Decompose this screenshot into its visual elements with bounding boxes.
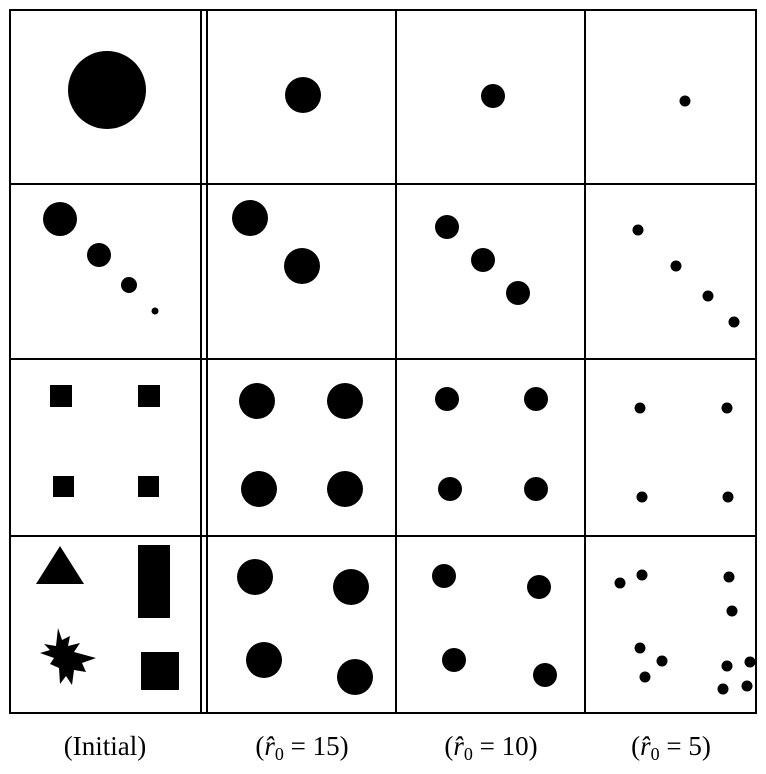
row3-r5-disk-2 [722, 403, 733, 414]
row3-r10-disk-2 [524, 387, 548, 411]
row2-initial-disk-2 [87, 243, 111, 267]
row4-r10-disk-3 [442, 648, 466, 672]
row2-r5-disk-2 [671, 261, 682, 272]
row3-r15-disk-1 [239, 383, 275, 419]
row2-r15-disk-1 [232, 200, 268, 236]
row4-r5-disk-11 [742, 681, 753, 692]
caption-r0-15: (r̂0 = 15) [207, 726, 397, 774]
row4-initial-triangle [36, 546, 84, 584]
row1-r5-disk [680, 96, 691, 107]
row2-r10-disk-1 [435, 215, 459, 239]
row2-initial-disk-3 [121, 277, 137, 293]
row3-r5-disk-4 [723, 492, 734, 503]
row4-r10-disk-2 [527, 575, 551, 599]
row4-r5-disk-7 [640, 672, 651, 683]
row4-r5-disk-5 [635, 643, 646, 654]
row4-r5-disk-8 [722, 661, 733, 672]
row3-initial-square-2 [138, 385, 160, 407]
row3-r15-disk-3 [241, 471, 277, 507]
row3-r5-disk-1 [635, 403, 646, 414]
row4-r5-disk-1 [615, 578, 626, 589]
caption-r0-5: (r̂0 = 5) [576, 726, 766, 774]
row2-r5-disk-4 [729, 317, 740, 328]
row4-r15-disk-4 [337, 659, 373, 695]
row4-r10-disk-4 [533, 663, 557, 687]
row2-r15-disk-2 [284, 248, 320, 284]
row4-r5-disk-4 [727, 606, 738, 617]
row3-r15-disk-4 [327, 471, 363, 507]
row4-r5-disk-2 [637, 570, 648, 581]
row3-initial-square-3 [53, 476, 74, 497]
row4-r15-disk-1 [237, 559, 273, 595]
row3-initial-square-4 [138, 476, 159, 497]
row1-r15-disk [285, 77, 321, 113]
row2-initial-disk-1 [43, 202, 77, 236]
row2-r5-disk-1 [633, 225, 644, 236]
row2-r10-disk-3 [506, 281, 530, 305]
row3-r5-disk-3 [637, 492, 648, 503]
row2-r5-disk-3 [703, 291, 714, 302]
r-hat-symbol: r̂ [640, 731, 651, 761]
row4-r5-disk-3 [724, 572, 735, 583]
row2-r10-disk-2 [471, 248, 495, 272]
row4-r5-disk-9 [745, 657, 756, 668]
row3-r15-disk-2 [327, 383, 363, 419]
row3-initial-square-1 [50, 385, 72, 407]
row4-initial-leaf [40, 628, 96, 685]
row3-r10-disk-4 [524, 477, 548, 501]
row1-r10-disk [481, 84, 505, 108]
row4-r10-disk-1 [432, 564, 456, 588]
row1-initial-disk [68, 51, 146, 129]
row4-initial-rectangle [138, 545, 170, 618]
r-hat-symbol: r̂ [264, 731, 275, 761]
row4-r15-disk-3 [246, 642, 282, 678]
row3-r10-disk-1 [435, 387, 459, 411]
row3-r10-disk-3 [438, 477, 462, 501]
row2-initial-disk-4 [152, 308, 159, 315]
r-hat-symbol: r̂ [453, 731, 464, 761]
row4-r15-disk-2 [333, 569, 369, 605]
row4-initial-square [141, 652, 179, 690]
caption-r0-10: (r̂0 = 10) [396, 726, 586, 774]
caption-initial: (Initial) [10, 726, 200, 766]
row4-r5-disk-10 [718, 684, 729, 695]
row4-r5-disk-6 [657, 656, 668, 667]
